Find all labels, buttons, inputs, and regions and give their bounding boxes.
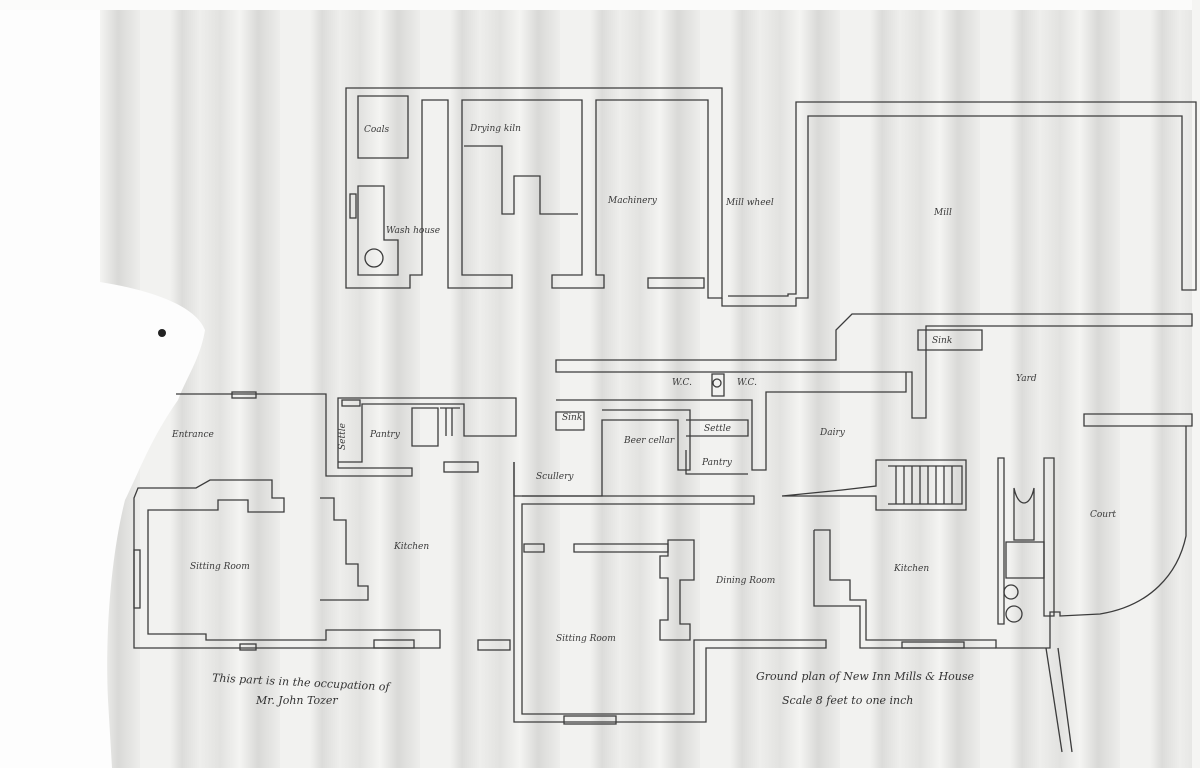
room-label-machinery: Machinery <box>608 196 657 206</box>
room-label-pantry-2: Pantry <box>702 458 732 468</box>
mill-block <box>721 101 1197 307</box>
room-label-yard: Yard <box>1016 374 1037 384</box>
left-house <box>133 391 517 651</box>
room-label-drying-kiln: Drying kiln <box>470 124 521 134</box>
room-label-sink-back: Sink <box>562 413 583 423</box>
room-label-settle: Settle <box>338 423 348 450</box>
room-label-settle-2: Settle <box>704 424 731 434</box>
room-label-kitchen-2: Kitchen <box>894 564 930 574</box>
room-label-beer-cellar: Beer cellar <box>624 436 675 446</box>
room-label-mill: Mill <box>934 208 952 218</box>
room-label-scullery: Scullery <box>536 472 574 482</box>
room-label-wc-2: W.C. <box>737 378 757 388</box>
room-label-entrance: Entrance <box>172 430 214 440</box>
central-house <box>513 462 827 725</box>
room-label-sitting-room-2: Sitting Room <box>556 634 616 644</box>
room-label-sink-yard: Sink <box>932 336 953 346</box>
occupation-note-line-2: Mr. John Tozer <box>256 694 338 707</box>
room-label-kitchen-1: Kitchen <box>394 542 430 552</box>
wash-house-block <box>345 87 723 299</box>
room-label-wc-1: W.C. <box>672 378 692 388</box>
room-label-sitting-room-1: Sitting Room <box>190 562 250 572</box>
room-label-dairy: Dairy <box>820 428 845 438</box>
right-house <box>781 426 1187 753</box>
plan-scale: Scale 8 feet to one inch <box>782 694 914 707</box>
room-label-wash-house: Wash house <box>386 226 441 236</box>
back-range <box>513 313 1193 497</box>
room-label-dining-room: Dining Room <box>716 576 776 586</box>
plan-title: Ground plan of New Inn Mills & House <box>756 670 975 683</box>
room-label-coals: Coals <box>364 125 390 135</box>
room-label-mill-wheel: Mill wheel <box>726 198 774 208</box>
room-label-court: Court <box>1090 510 1117 520</box>
room-label-pantry-1: Pantry <box>370 430 400 440</box>
